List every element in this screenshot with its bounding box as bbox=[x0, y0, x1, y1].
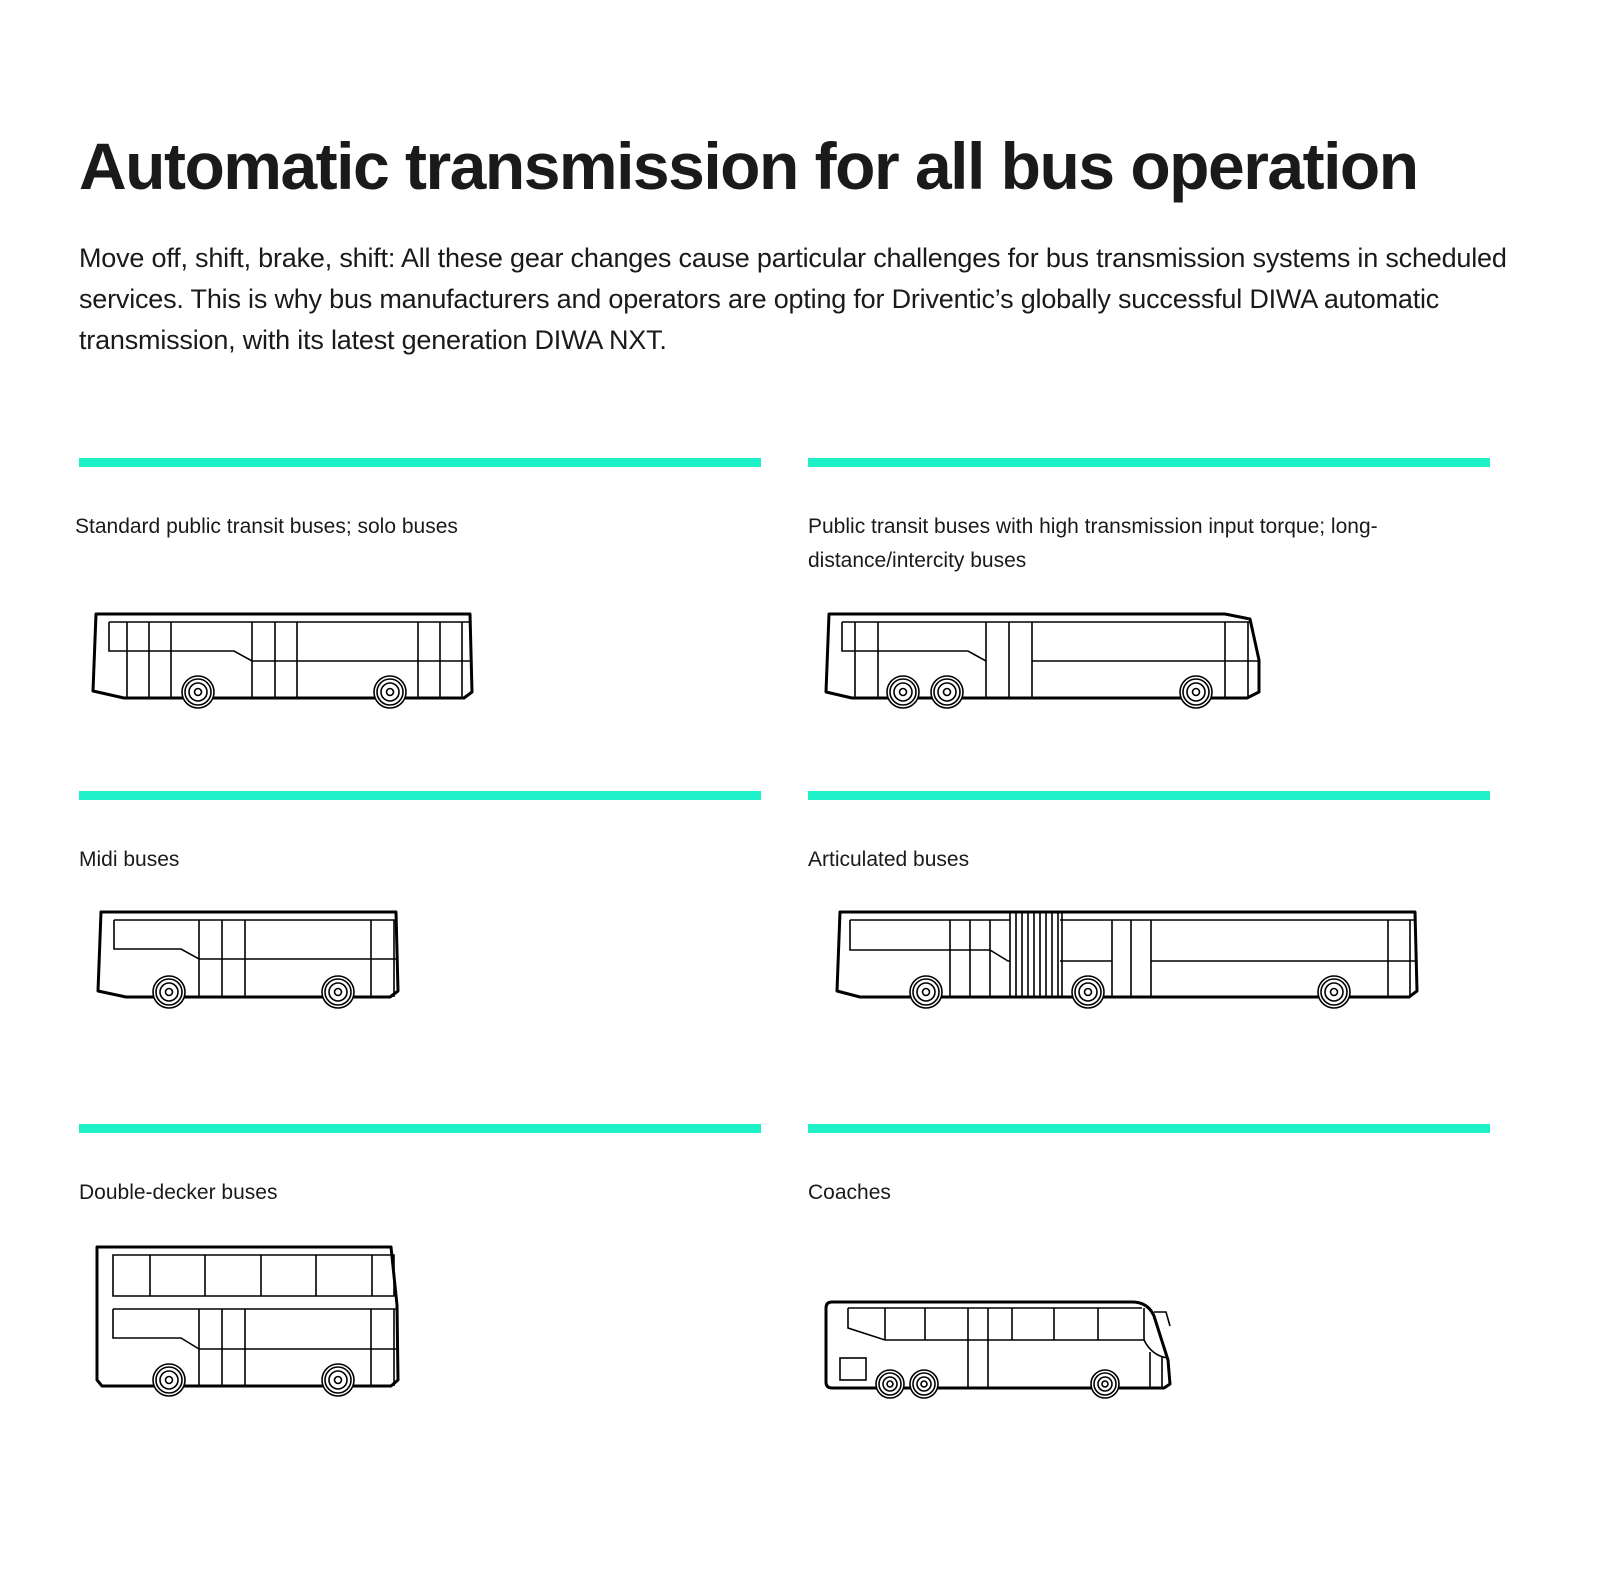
category-label: Public transit buses with high transmiss… bbox=[808, 515, 1378, 572]
wheel-icon bbox=[321, 1363, 355, 1397]
wheel-icon bbox=[909, 975, 943, 1009]
midi-bus-icon bbox=[96, 910, 400, 1009]
wheel-icon bbox=[181, 675, 215, 709]
articulated-bus-icon bbox=[835, 910, 1419, 1009]
category-label: Double-decker buses bbox=[79, 1181, 278, 1204]
accent-bar bbox=[808, 458, 1490, 467]
category-label: Coaches bbox=[808, 1181, 891, 1204]
wheel-icon bbox=[875, 1369, 905, 1399]
accent-bar bbox=[79, 791, 761, 800]
wheel-icon bbox=[152, 975, 186, 1009]
wheel-icon bbox=[1317, 975, 1351, 1009]
wheel-icon bbox=[1071, 975, 1105, 1009]
intro-paragraph: Move off, shift, brake, shift: All these… bbox=[79, 243, 1507, 355]
accent-bar bbox=[808, 791, 1490, 800]
wheel-icon bbox=[1090, 1369, 1120, 1399]
category-label: Articulated buses bbox=[808, 848, 970, 871]
coach-icon bbox=[824, 1300, 1172, 1399]
wheel-icon bbox=[909, 1369, 939, 1399]
accent-bar bbox=[79, 458, 761, 467]
accent-bar bbox=[808, 1124, 1490, 1133]
solo-bus-icon bbox=[91, 612, 474, 709]
wheel-icon bbox=[1179, 675, 1213, 709]
accent-bar bbox=[79, 1124, 761, 1133]
wheel-icon bbox=[930, 675, 964, 709]
wheel-icon bbox=[152, 1363, 186, 1397]
wheel-icon bbox=[886, 675, 920, 709]
wheel-icon bbox=[373, 675, 407, 709]
wheel-icon bbox=[321, 975, 355, 1009]
page-title: Automatic transmission for all bus opera… bbox=[79, 129, 1419, 203]
category-label: Midi buses bbox=[79, 848, 180, 871]
double-decker-bus-icon bbox=[95, 1245, 400, 1397]
category-label: Standard public transit buses; solo buse… bbox=[75, 515, 458, 538]
three-axle-bus-icon bbox=[824, 612, 1261, 709]
